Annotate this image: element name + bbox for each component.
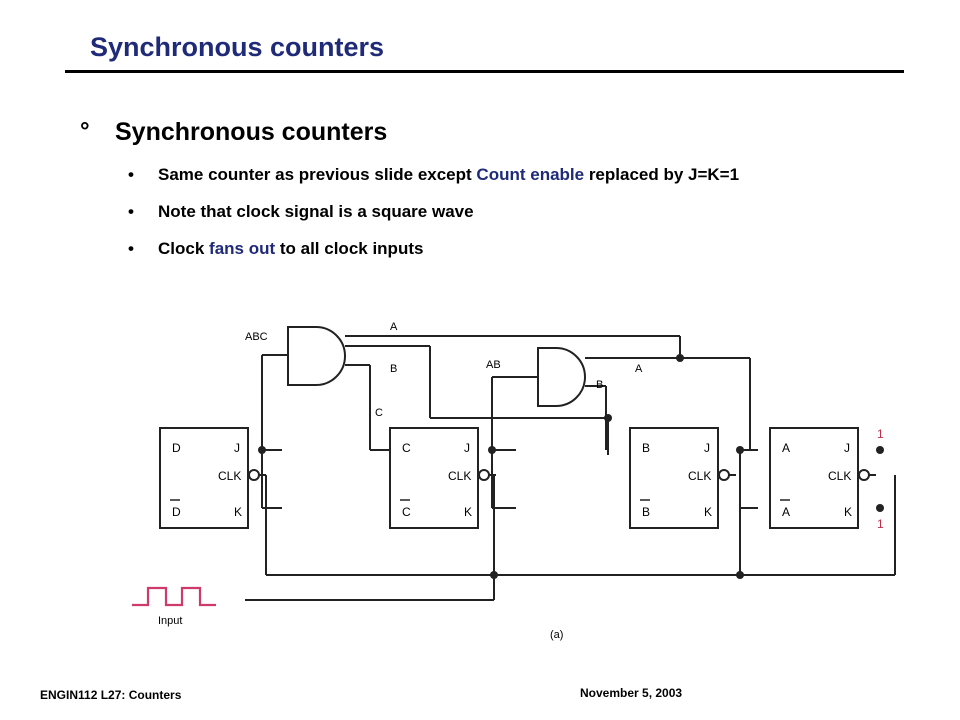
wire-label-a-mid: A	[635, 363, 643, 375]
output-label-qbar: D	[172, 505, 181, 519]
input-label-k: K	[464, 505, 472, 519]
output-label-q: A	[782, 441, 790, 455]
input-label-k: K	[704, 505, 712, 519]
bullet-marker: •	[128, 239, 134, 258]
flip-flop-3: B B J K CLK	[629, 427, 736, 529]
output-label-qbar: A	[782, 505, 790, 519]
section-heading: Synchronous counters	[115, 118, 388, 146]
clock-bubble	[718, 469, 730, 481]
constant-k-one: 1	[877, 517, 884, 531]
flip-flop-body	[389, 427, 479, 529]
flip-flop-2: C C J K CLK	[389, 427, 496, 529]
flip-flops: D D J K CLK C C J K CLK B B J K CLK A A J K CLK	[159, 427, 876, 529]
output-label-q: B	[642, 441, 650, 455]
flip-flop-1: D D J K CLK	[159, 427, 266, 529]
figure-caption: (a)	[550, 629, 563, 641]
flip-flop-body	[769, 427, 859, 529]
bullet-highlight-text: Count enable	[476, 165, 585, 184]
output-label-qbar: C	[402, 505, 411, 519]
slide-title: Synchronous counters	[90, 32, 385, 62]
input-label-j: J	[234, 441, 240, 455]
input-label-clk: CLK	[688, 469, 711, 483]
flip-flop-4: A A J K CLK	[769, 427, 876, 529]
input-label-clk: CLK	[218, 469, 241, 483]
clock-bubble	[478, 469, 490, 481]
input-label-j: J	[704, 441, 710, 455]
bullet-list: • Same counter as previous slide except C…	[128, 164, 888, 275]
bullet-text: replaced by J=K=1	[584, 165, 740, 184]
wire-label-a-top: A	[390, 321, 398, 333]
wire-label-b-top: B	[390, 363, 397, 375]
constant-j-one: 1	[877, 427, 884, 441]
wire-label-c-top: C	[375, 407, 383, 419]
wires	[245, 326, 896, 601]
square-wave-icon	[132, 586, 216, 607]
bullet-text: Same counter as previous slide except	[158, 165, 477, 184]
footer-date: November 5, 2003	[580, 686, 683, 700]
clock-bubble	[248, 469, 260, 481]
output-label-q: D	[172, 441, 181, 455]
input-label-j: J	[464, 441, 470, 455]
input-label-clk: CLK	[448, 469, 471, 483]
and-gate-ab	[537, 347, 586, 407]
input-label-j: J	[844, 441, 850, 455]
clock-bubble	[858, 469, 870, 481]
input-label-k: K	[844, 505, 852, 519]
bullet-text: Note that clock signal is a square wave	[158, 202, 474, 221]
title-underline	[65, 70, 904, 73]
junction-dots	[258, 354, 884, 579]
bullet-item: • Note that clock signal is a square wave	[128, 201, 888, 222]
footer-course: ENGIN112 L27: Counters	[40, 688, 182, 702]
bullet-item: • Clock fans out to all clock inputs	[128, 238, 888, 259]
gate-label-ab: AB	[486, 359, 501, 371]
input-label-clk: CLK	[828, 469, 851, 483]
output-label-qbar: B	[642, 505, 650, 519]
and-gate-abc	[287, 326, 346, 386]
input-label: Input	[158, 615, 182, 627]
flip-flop-body	[159, 427, 249, 529]
flip-flop-body	[629, 427, 719, 529]
gate-label-abc: ABC	[245, 331, 268, 343]
bullet-text: Clock	[158, 239, 210, 258]
output-label-q: C	[402, 441, 411, 455]
input-label-k: K	[234, 505, 242, 519]
bullet-highlight-text: fans out	[209, 239, 276, 258]
bullet-text: to all clock inputs	[275, 239, 424, 258]
heading-marker: °	[80, 118, 90, 145]
bullet-marker: •	[128, 165, 134, 184]
wire-label-b-mid: B	[596, 379, 603, 391]
bullet-marker: •	[128, 202, 134, 221]
bullet-item: • Same counter as previous slide except C…	[128, 164, 888, 185]
